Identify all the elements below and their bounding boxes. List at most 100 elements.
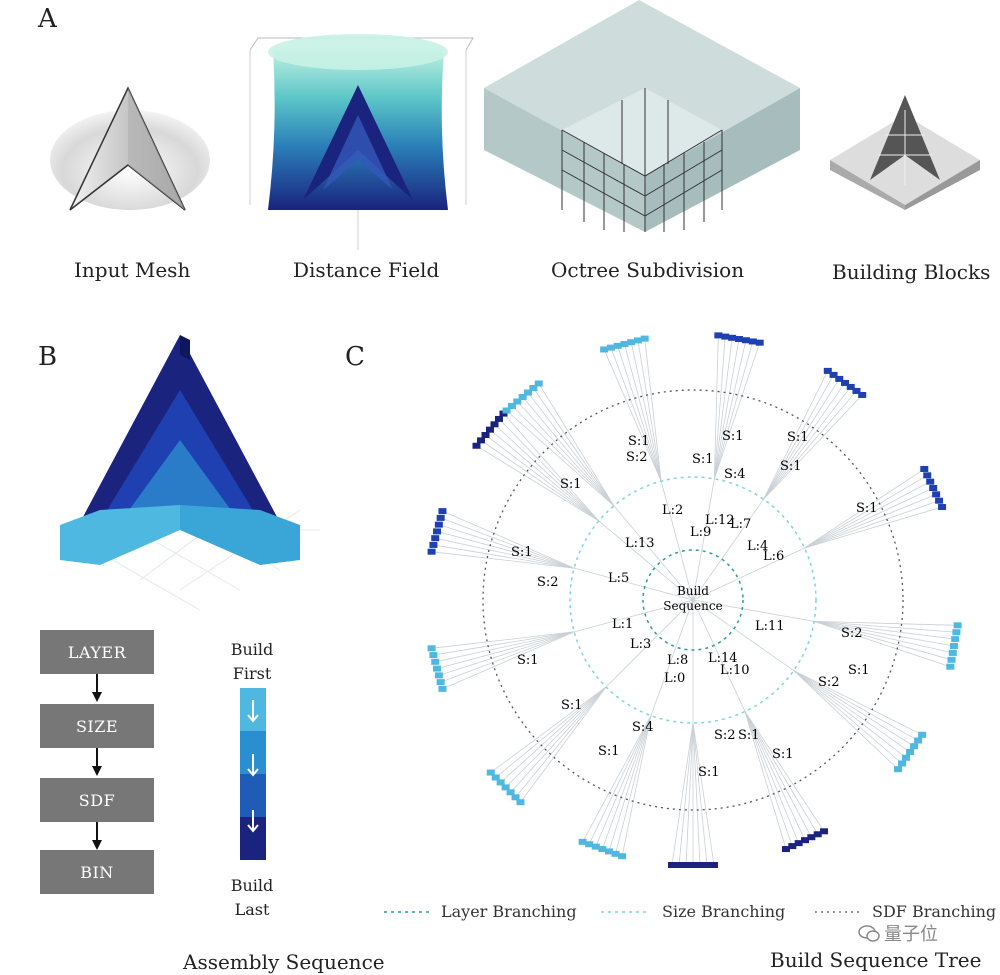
layer-label: L:12	[705, 513, 735, 528]
size-label: S:1	[517, 653, 539, 668]
size-label: S:1	[692, 452, 714, 467]
layer-label: L:11	[755, 619, 785, 634]
tree-branch	[433, 544, 575, 569]
tree-branch	[436, 631, 575, 669]
tree-branch	[503, 413, 600, 522]
block-node	[714, 332, 723, 339]
tree-branch	[804, 500, 940, 549]
assembly-pyramid-image	[59, 335, 320, 610]
panel-c-letter: C	[345, 342, 365, 372]
size-label: S:1	[856, 501, 878, 516]
tree-branch	[617, 345, 662, 482]
tree-branch	[793, 670, 899, 770]
block-node	[807, 834, 816, 841]
block-node	[918, 731, 927, 738]
tree-branch	[692, 599, 746, 712]
block-node	[932, 491, 941, 498]
tree-branch	[744, 711, 825, 832]
tree-branch	[574, 599, 694, 633]
build-last-line1: Build	[230, 876, 274, 895]
block-node	[926, 478, 935, 485]
layer-label: L:13	[625, 536, 655, 551]
legend-size-swatch	[601, 911, 649, 913]
block-node	[431, 535, 440, 542]
block-node	[703, 862, 711, 868]
tree-branch	[505, 686, 607, 788]
block-node	[434, 672, 443, 679]
build-last-line2: Last	[234, 900, 270, 919]
tree-branch	[476, 445, 599, 522]
tree-branch	[804, 493, 937, 549]
block-node	[735, 336, 744, 343]
legend-layer-swatch	[384, 911, 432, 913]
tree-branch	[744, 711, 819, 835]
tree-branch	[671, 722, 694, 866]
tree-branch	[814, 620, 952, 661]
block-node	[431, 658, 440, 665]
block-node	[820, 828, 829, 835]
watermark: 量子位	[858, 920, 938, 946]
layer-ring	[642, 549, 744, 651]
block-node	[906, 748, 915, 755]
input-mesh-image	[50, 86, 210, 211]
block-node	[427, 645, 436, 652]
block-node	[513, 398, 522, 405]
tree-branch	[630, 342, 662, 482]
tree-branch	[804, 468, 925, 549]
tree-branch	[713, 337, 733, 479]
tree-branch	[650, 599, 694, 716]
distance-field-image	[249, 34, 474, 250]
caption-input-mesh: Input Mesh	[74, 258, 191, 282]
block-node	[721, 333, 730, 340]
tree-branch	[793, 670, 911, 753]
tree-branch	[527, 392, 615, 507]
flow-box-layer: LAYER	[40, 630, 154, 674]
build-sequence-tree: Build Sequence L:2 L:12 L:9 L:7 L:13 L:4…	[427, 332, 962, 868]
block-node	[894, 766, 903, 773]
tree-branch	[433, 631, 575, 656]
block-node	[600, 346, 609, 353]
tree-branch	[613, 505, 694, 601]
block-node	[591, 843, 600, 850]
block-node	[433, 528, 442, 535]
tree-branch	[713, 335, 719, 479]
build-last-label: Build Last	[222, 874, 282, 922]
tree-branch	[515, 686, 607, 798]
tree-branch	[804, 474, 928, 549]
block-node	[935, 497, 944, 504]
tree-branch	[510, 686, 607, 793]
block-node	[710, 862, 718, 868]
size-label: S:2	[537, 575, 559, 590]
block-node	[929, 485, 938, 492]
block-node	[434, 521, 443, 528]
block-node	[794, 840, 803, 847]
size-label: S:1	[561, 698, 583, 713]
tree-branch	[744, 711, 793, 847]
layer-label: L:3	[630, 637, 651, 652]
tree-branch	[713, 340, 747, 479]
tree-branch	[692, 599, 815, 622]
block-node	[748, 338, 757, 345]
tree-branch	[485, 434, 600, 522]
block-node	[788, 843, 797, 850]
tree-branch	[763, 390, 857, 500]
tree-branch	[793, 670, 915, 747]
block-node	[433, 665, 442, 672]
layer-label: L:10	[720, 663, 750, 678]
block-node	[427, 548, 436, 555]
tree-branch	[522, 396, 615, 507]
tree-branch	[692, 499, 764, 601]
block-node	[604, 848, 613, 855]
block-node	[946, 663, 955, 670]
block-node	[902, 754, 911, 761]
tree-branch	[713, 336, 726, 479]
tree-branch	[713, 338, 740, 479]
build-order-gradient-bar	[240, 688, 266, 860]
size-label: S:1	[722, 429, 744, 444]
layer-label: L:4	[747, 539, 768, 554]
block-node	[496, 779, 505, 786]
tree-branch	[603, 349, 662, 482]
block-node	[858, 391, 867, 398]
panel-a-letter: A	[38, 4, 57, 34]
tree-branch	[615, 715, 652, 854]
